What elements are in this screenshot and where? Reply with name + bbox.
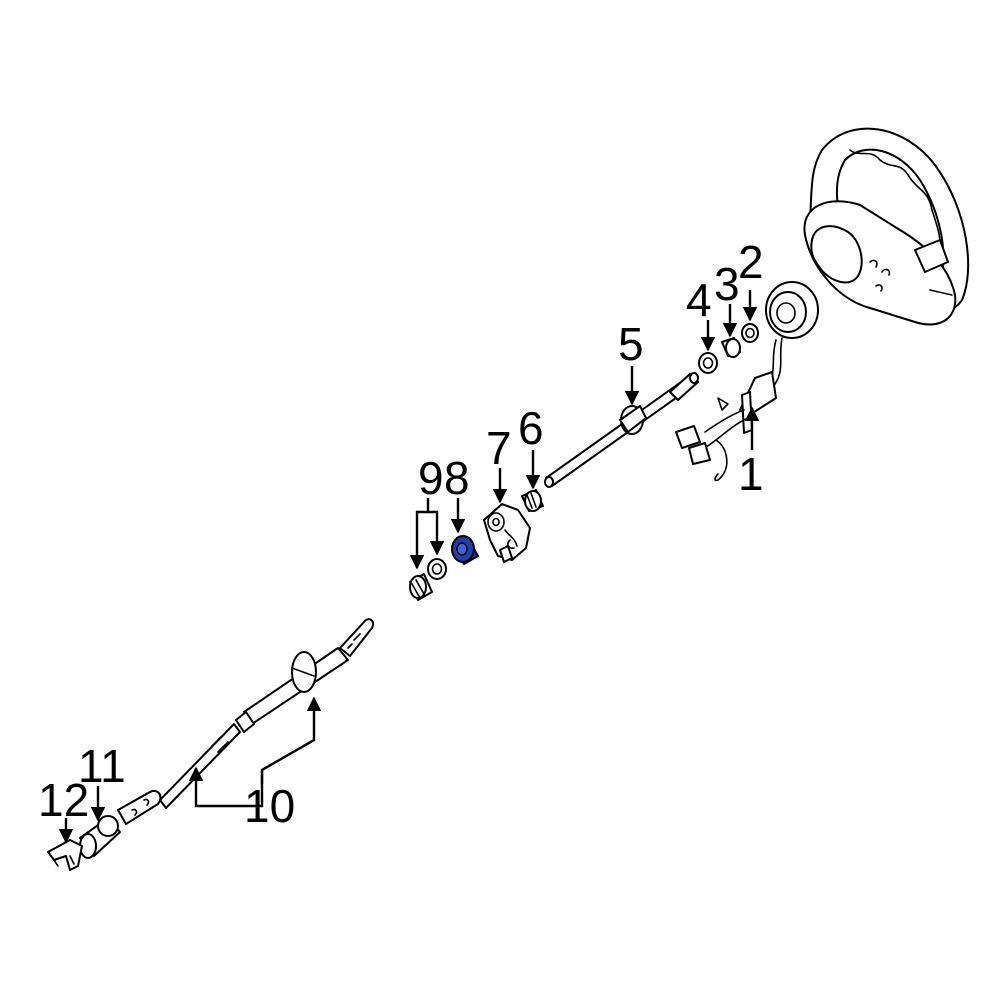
callout-3: 3 [714,258,740,310]
callout-11: 11 [78,740,126,792]
bearing-4 [698,352,718,374]
callout-9: 9 [418,452,444,504]
bearing-8-highlighted [451,535,479,565]
callout-1: 1 [738,448,764,500]
retainer-9a [427,558,447,580]
upper-shaft [544,372,699,488]
leader-lines [58,290,760,844]
steering-wheel [803,127,970,326]
clamp-12 [47,839,83,871]
callout-10: 10 [244,780,295,832]
bearing-2 [741,323,759,343]
bushing-3 [721,337,741,358]
clock-spring [675,281,819,482]
callout-6: 6 [518,402,544,454]
callout-12: 12 [38,774,89,826]
bearing-6 [521,489,544,512]
lock-housing [483,503,531,563]
bushing-9b [409,573,433,601]
callout-5: 5 [618,318,644,370]
callout-8: 8 [444,452,470,504]
callout-4: 4 [686,274,712,326]
boot-11 [79,815,121,859]
callout-2: 2 [738,236,764,288]
callout-7: 7 [486,422,512,474]
callout-labels: 1 2 3 4 5 6 7 8 9 10 11 12 [38,236,764,832]
